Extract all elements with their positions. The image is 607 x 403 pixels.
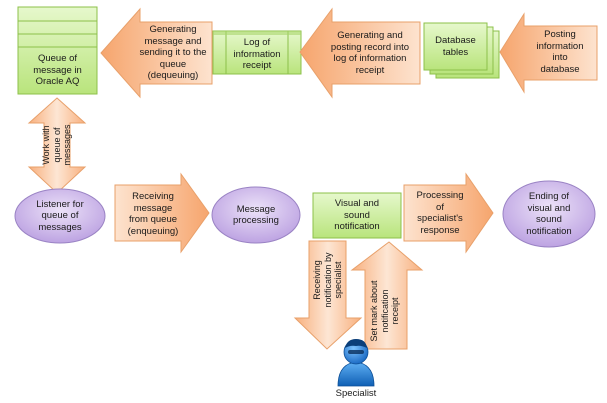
arrow-enqueuing (114, 172, 210, 254)
posting-database-arrow-label: Posting information into database (536, 29, 584, 75)
processing-response-arrow-label: Processing of specialist's response (416, 190, 464, 236)
listener-label: Listener for queue of messages (36, 198, 84, 233)
log-label: Log of information receipt (233, 37, 281, 72)
arrow-set-mark (350, 241, 424, 350)
queue-box-shape (17, 6, 98, 95)
receiving-by-specialist-label: Receiving notification by specialist (312, 252, 344, 308)
arrow-posting-database (499, 12, 598, 94)
set-mark-label: Set mark about notification receipt (369, 280, 401, 342)
specialist-label: Specialist (335, 388, 377, 400)
database-tables-label: Database tables (435, 35, 476, 58)
database-tables-shape (423, 22, 500, 79)
dequeuing-arrow-label: Generating message and sending it to the… (139, 24, 207, 82)
arrow-processing-response (403, 172, 494, 254)
notification-box (312, 192, 402, 239)
work-with-queue-label: Work with queue of messages (41, 124, 73, 166)
message-processing-oval (211, 186, 301, 244)
queue-label: Queue of message in Oracle AQ (33, 53, 82, 88)
arrow-dequeuing (100, 7, 213, 99)
notification-label: Visual and sound notification (334, 198, 380, 233)
ending-oval (502, 180, 596, 248)
user-avatar-icon (337, 339, 375, 387)
message-processing-label: Message processing (233, 203, 279, 227)
listener-oval (14, 188, 106, 244)
arrow-receiving-by-specialist (293, 240, 363, 350)
arrow-posting-record (299, 7, 421, 99)
ending-label: Ending of visual and sound notification (526, 191, 572, 237)
enqueuing-arrow-label: Receiving message from queue (enqueuing) (127, 191, 179, 237)
posting-record-arrow-label: Generating and posting record into log o… (330, 30, 410, 76)
